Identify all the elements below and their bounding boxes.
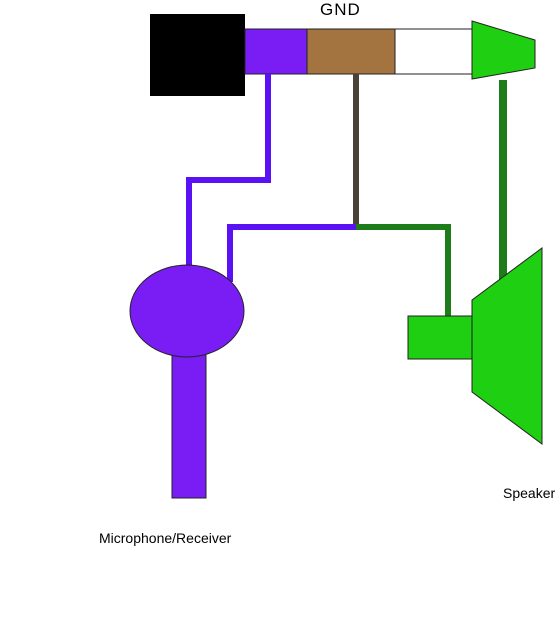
speaker-label: Speaker (503, 485, 556, 501)
microphone-label: Microphone/Receiver (99, 530, 232, 546)
plug-gnd-segment (306, 28, 396, 75)
speaker-wire-gnd (356, 224, 451, 316)
plug-black-sleeve (150, 14, 245, 96)
plug-icon (150, 14, 536, 96)
plug-white-segment (394, 28, 474, 75)
gnd-label: GND (320, 0, 361, 19)
speaker-cone (471, 247, 543, 445)
microphone-handle (171, 344, 207, 499)
plug-mic-segment (244, 28, 308, 75)
mic-wire-lower (227, 224, 356, 282)
microphone-head (129, 264, 245, 358)
plug-speaker-tip (471, 20, 536, 80)
speaker-magnet (407, 315, 473, 360)
speaker-icon (407, 247, 543, 445)
wires (186, 74, 507, 316)
mic-wire-upper (186, 74, 271, 272)
microphone-icon (129, 264, 245, 499)
